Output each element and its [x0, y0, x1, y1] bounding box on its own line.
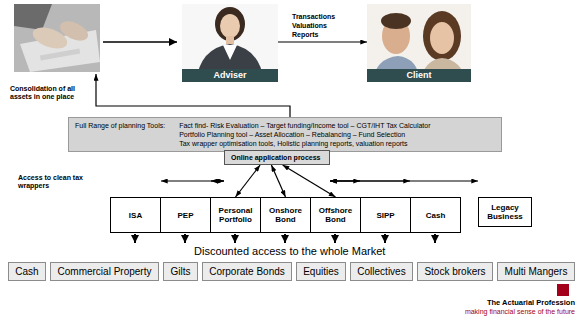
- photo-ground: [182, 4, 278, 82]
- node-label: Commercial Property: [58, 266, 152, 278]
- connector-arrow: [271, 165, 285, 197]
- down-arrow: [384, 234, 386, 243]
- connector-arrow: [283, 165, 336, 197]
- tool-line: Tax wrapper optimisation tools, Holistic…: [179, 139, 430, 148]
- down-arrow: [234, 234, 236, 243]
- typing-photo: [14, 4, 100, 72]
- node-label: Equities: [303, 266, 339, 278]
- wrapper-box: Offshore Bond: [310, 197, 361, 233]
- client-photo: [367, 4, 471, 82]
- note-text: Consolidation of all assets in one place: [10, 85, 92, 101]
- node-label: SIPP: [376, 211, 394, 220]
- node-label: ISA: [129, 211, 142, 220]
- down-arrow: [334, 234, 336, 243]
- name-bar: Adviser: [182, 69, 278, 82]
- market-box: Stock brokers: [417, 262, 493, 281]
- market-box: Commercial Property: [50, 262, 159, 281]
- shirt: [223, 45, 237, 60]
- connector-arrow: [330, 180, 478, 181]
- market-arrows: [135, 234, 435, 243]
- down-arrow: [134, 234, 136, 243]
- wrapper-box: SIPP: [360, 197, 411, 233]
- wrapper-box: Cash: [410, 197, 461, 233]
- connector-arrow: [278, 41, 367, 42]
- node-label: Stock brokers: [424, 266, 485, 278]
- node-label: Online application process: [231, 153, 323, 162]
- tool-line: Fact find- Risk Evaluation – Target fund…: [179, 121, 430, 130]
- node-label: Gilts: [171, 266, 191, 278]
- node-label: Multi Mangers: [505, 266, 568, 278]
- wrapper-box: Onshore Bond: [260, 197, 311, 233]
- photo-label: Client: [367, 4, 471, 82]
- connector-arrow: [236, 165, 261, 197]
- down-arrow: [284, 234, 286, 243]
- panel-heading: Full Range of planning Tools:: [75, 121, 165, 130]
- edge-label: Transactions Valuations Reports: [292, 12, 335, 39]
- face: [220, 14, 240, 38]
- market-heading: Discounted access to the whole Market: [194, 245, 385, 258]
- hair: [381, 13, 411, 29]
- connector-arrow: [211, 180, 224, 181]
- hand: [57, 17, 91, 44]
- node-label: PEP: [177, 211, 193, 220]
- wrapper-box: Personal Portfolio: [210, 197, 261, 233]
- tools-panel: Full Range of planning Tools: Fact find- …: [68, 117, 502, 152]
- name-bar: Client: [367, 69, 471, 82]
- photo-ground: [367, 4, 471, 82]
- market-box: Gilts: [163, 262, 198, 281]
- panel-body: Fact find- Risk Evaluation – Target fund…: [179, 121, 430, 148]
- logo-tagline: making financial sense of the future: [465, 307, 575, 316]
- node-label: Collectives: [357, 266, 405, 278]
- process-box: Online application process: [224, 150, 330, 165]
- wrapper-box: ISA: [110, 197, 161, 233]
- market-box: Multi Mangers: [497, 262, 575, 281]
- logo-name: The Actuarial Profession: [487, 298, 575, 307]
- node-label: Personal Portfolio: [213, 206, 258, 224]
- logo-square: [557, 284, 569, 296]
- down-arrow: [184, 234, 186, 243]
- node-label: Corporate Bonds: [209, 266, 285, 278]
- tool-line: Portfolio Planning tool – Asset Allocati…: [179, 130, 430, 139]
- market-box: Cash: [8, 262, 46, 281]
- sleeve: [14, 4, 52, 30]
- photo-label: Adviser: [182, 4, 278, 82]
- hair: [215, 7, 245, 41]
- node-label: Cash: [426, 211, 446, 220]
- wrapper-box: PEP: [160, 197, 211, 233]
- market-box: Collectives: [350, 262, 413, 281]
- node-label: Onshore Bond: [263, 206, 308, 224]
- face: [430, 22, 454, 54]
- node-label: Legacy Business: [481, 203, 529, 221]
- node-label: Offshore Bond: [313, 206, 358, 224]
- down-arrow: [434, 234, 436, 243]
- note-text: Access to clean tax wrappers: [18, 174, 98, 190]
- adviser-photo: [182, 4, 278, 82]
- market-box: Equities: [296, 262, 346, 281]
- neck: [226, 36, 234, 44]
- flow-arrow: [103, 41, 177, 43]
- photo-ground: [14, 4, 100, 72]
- market-box: Corporate Bonds: [202, 262, 292, 281]
- connector-arrow: [161, 180, 224, 181]
- node-label: Cash: [15, 266, 38, 278]
- wrapper-box: Legacy Business: [478, 197, 532, 227]
- hair: [423, 11, 461, 61]
- keyboard-keys: [40, 49, 80, 61]
